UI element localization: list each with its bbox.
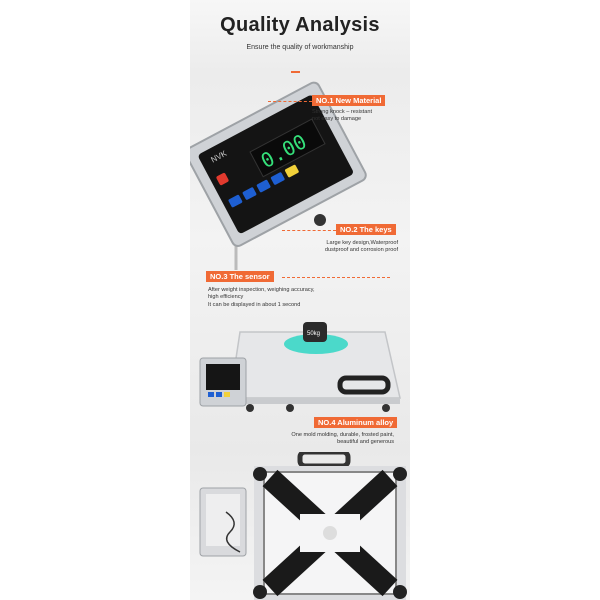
feature-tag-1: NO.1 New Material [312,95,386,106]
feature-tag-4: NO.4 Aluminum alloy [314,417,398,428]
feature-tag-2: NO.2 The keys [336,224,396,235]
feature-desc-4: One mold molding, durable, frosted paint… [291,432,394,446]
callout-line-2 [282,230,336,231]
product-detail-strip: Quality Analysis Ensure the quality of w… [190,0,410,600]
feature-desc-1: Strong knock – resistant not easy to dam… [312,109,373,123]
callout-line-1 [268,101,312,102]
sensor-halo [284,334,348,354]
feature-desc-2: Large key design,Waterproof dustproof an… [324,240,398,254]
sensor-platform-photo: 50kg [199,322,401,412]
underside-photo [199,452,407,600]
page-subtitle: Ensure the quality of workmanship [246,44,354,51]
indicator-photo: NVK 0.00 [190,81,367,270]
feature-desc-3: After weight inspection, weighing accura… [208,287,315,308]
callout-line-3 [282,277,390,278]
page-title: Quality Analysis [220,14,380,36]
feature-tag-3: NO.3 The sensor [206,271,274,282]
weight-label: 50kg [307,331,320,337]
accent-dash [291,71,300,73]
